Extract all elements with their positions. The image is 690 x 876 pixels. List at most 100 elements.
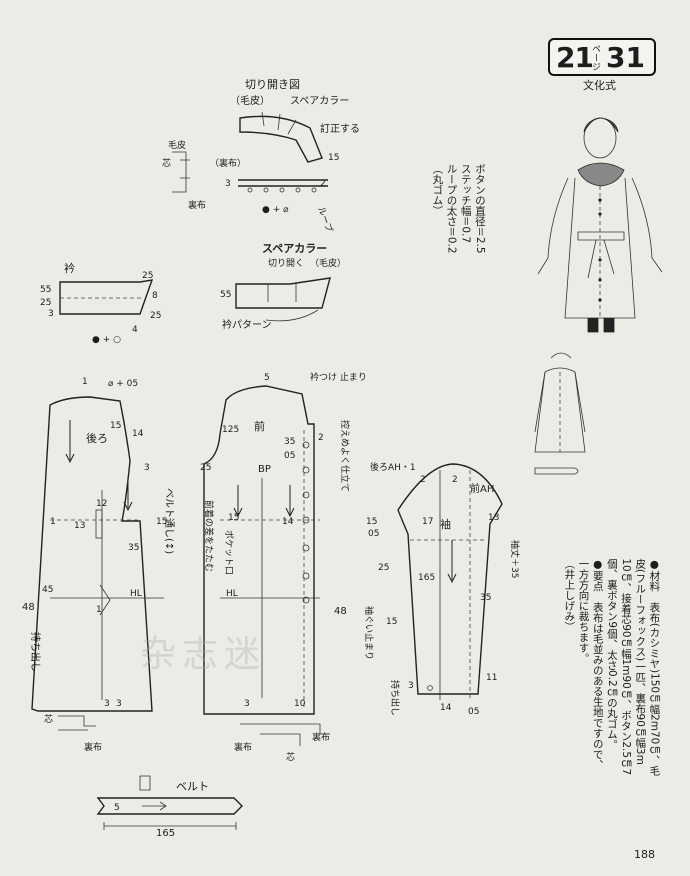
label-3-back-hem: 3 xyxy=(104,699,110,709)
label-mochidashi2: 持ち出し xyxy=(389,680,401,716)
label-10-front: 10 xyxy=(294,699,306,709)
watermark: 杂志迷 xyxy=(140,634,267,675)
label-1-back2: 1 xyxy=(50,517,56,527)
label-05-sleeve2: 05 xyxy=(468,707,479,717)
note-button-diameter: ボタンの直径＝2.5 xyxy=(473,163,486,254)
label-48-back: 48 xyxy=(22,602,35,613)
label-teisei: 訂正する xyxy=(320,122,360,135)
label-25-sleeve: 25 xyxy=(378,563,389,573)
label-dot-plus-o: ● + ○ xyxy=(92,335,121,345)
badge-page-unit: ページ xyxy=(590,44,600,71)
label-15-back2: 15 xyxy=(156,517,167,527)
label-kiseru: 控えめよく仕立て xyxy=(339,420,351,492)
label-25-eri: 25 xyxy=(40,298,51,308)
badge-pattern-number: 31 xyxy=(606,41,645,74)
label-shin-front: 芯 xyxy=(286,751,295,763)
label-14-sleeve: 14 xyxy=(440,703,452,713)
pattern-badge: 21 ページ 31 xyxy=(548,38,656,76)
label-12-back: 12 xyxy=(96,499,107,509)
label-dot-plus: ● + ⌀ xyxy=(262,205,289,215)
label-hl-back: HL xyxy=(130,589,142,599)
spare-collar-outline xyxy=(235,277,331,309)
label-spare-collar-title: スペアカラー xyxy=(262,242,327,255)
material-line-6: 一方方向に裁ちます。 xyxy=(577,558,590,664)
label-15-sleeve: 15 xyxy=(366,517,377,527)
belt-outline xyxy=(96,797,243,815)
label-urafu-paren: （裏布） xyxy=(210,157,246,169)
label-mochidashi: 持ち出し xyxy=(29,632,42,672)
label-165-sleeve: 165 xyxy=(418,573,435,583)
label-25-eri-r: 25 xyxy=(142,271,153,281)
back-panel xyxy=(31,396,164,712)
label-35-sleeve: 35 xyxy=(480,593,491,603)
label-eri-pattern: 衿パターン xyxy=(222,318,272,331)
material-line-5: ●要点 表布は毛並みのある生地ですので、 xyxy=(591,558,604,770)
label-shin-bottom: 芯 xyxy=(44,713,53,725)
label-urafu-front2: 裏布 xyxy=(234,741,252,753)
label-bp: BP xyxy=(258,464,271,475)
label-kegawa3: （毛皮） xyxy=(310,257,346,269)
badge-method: 文化式 xyxy=(583,79,616,92)
label-kegawa: （毛皮） xyxy=(230,94,270,107)
label-14-back: 14 xyxy=(132,429,144,439)
label-25-eri-b: 25 xyxy=(150,311,161,321)
label-belt-length: 165 xyxy=(156,828,175,839)
label-shin: 芯 xyxy=(162,157,171,169)
label-1-back: 1 xyxy=(82,377,88,387)
label-3-top: 3 xyxy=(225,179,231,189)
label-25-front: 25 xyxy=(200,463,211,473)
label-13-back: 13 xyxy=(74,521,85,531)
label-hl-front: HL xyxy=(226,589,238,599)
label-2-sleeve: 2 xyxy=(420,475,426,485)
label-urafu: 裏布 xyxy=(188,199,206,211)
note-stitch-width: ステッチ幅＝0.7 xyxy=(459,163,472,244)
label-11-sleeve: 11 xyxy=(486,673,497,683)
label-45-back: 45 xyxy=(42,585,53,595)
label-15-front: 15 xyxy=(228,513,239,523)
material-line-3: 10㎝、接着芯90㎝幅1m90㎝、ボタン2.5㎝7 xyxy=(620,558,633,776)
label-48-front: 48 xyxy=(334,606,347,617)
label-5-front: 5 xyxy=(264,373,270,383)
label-13-sleeve: 13 xyxy=(488,513,499,523)
label-15-back: 15 xyxy=(110,421,121,431)
label-125-front: 125 xyxy=(222,425,239,435)
label-belt: ベルト xyxy=(176,780,209,793)
material-line-7: （井上しげみ） xyxy=(563,558,576,632)
label-urafu-front: 裏布 xyxy=(312,731,330,743)
note-marugomu: （丸ゴム） xyxy=(431,163,444,216)
label-ushiro-ah: 後ろAH・1 xyxy=(370,461,416,473)
label-mae-ah: 前AH xyxy=(470,482,494,495)
label-sleeve: 袖 xyxy=(440,517,451,531)
label-back: 後ろ xyxy=(86,431,108,445)
spread-collar-outline xyxy=(239,115,323,163)
collar-band xyxy=(238,179,328,187)
label-sode-tomari: 袖ぐい止まり xyxy=(363,606,375,660)
front-panel xyxy=(203,385,320,715)
model-illustration xyxy=(537,117,663,333)
label-front: 前 xyxy=(254,419,265,433)
materials-notes: ●材料 表布(カシミヤ)150㎝幅2m70㎝、毛 皮(フルーフォックス)一匹、裏… xyxy=(548,545,676,776)
label-spare-collar: スペアカラー xyxy=(290,95,349,107)
label-sodetake: 袖丈＋35 xyxy=(509,540,521,578)
label-14-front: 14 xyxy=(282,517,294,527)
label-4-eri: 4 xyxy=(132,325,138,335)
material-line-1: ●材料 表布(カシミヤ)150㎝幅2m70㎝、毛 xyxy=(648,558,661,776)
label-3-back: 3 xyxy=(144,463,150,473)
note-loop-thickness: ループの太さ＝0.2 xyxy=(445,163,458,254)
material-line-4: 個、裏ボタン9個、太さ0.2㎝の丸ゴム。 xyxy=(605,558,618,750)
label-eritsuke: 衿つけ 止まり xyxy=(310,371,367,383)
sleeve-panel xyxy=(397,463,503,700)
label-2-front: 2 xyxy=(318,433,324,443)
label-kirihiraku: 切り開く xyxy=(268,258,304,269)
label-sa-tatamu: 前着の差をたたむ xyxy=(203,500,215,572)
label-phi-plus: ⌀ + 05 xyxy=(108,379,138,389)
label-15-sleeve2: 15 xyxy=(386,617,397,627)
label-17-sleeve: 17 xyxy=(422,517,433,527)
badge-page-number: 21 xyxy=(556,41,594,74)
label-3-eri: 3 xyxy=(48,309,54,319)
label-8-eri: 8 xyxy=(152,291,158,301)
label-05-front: 05 xyxy=(284,451,295,461)
label-1-back3: 1 xyxy=(96,605,102,615)
